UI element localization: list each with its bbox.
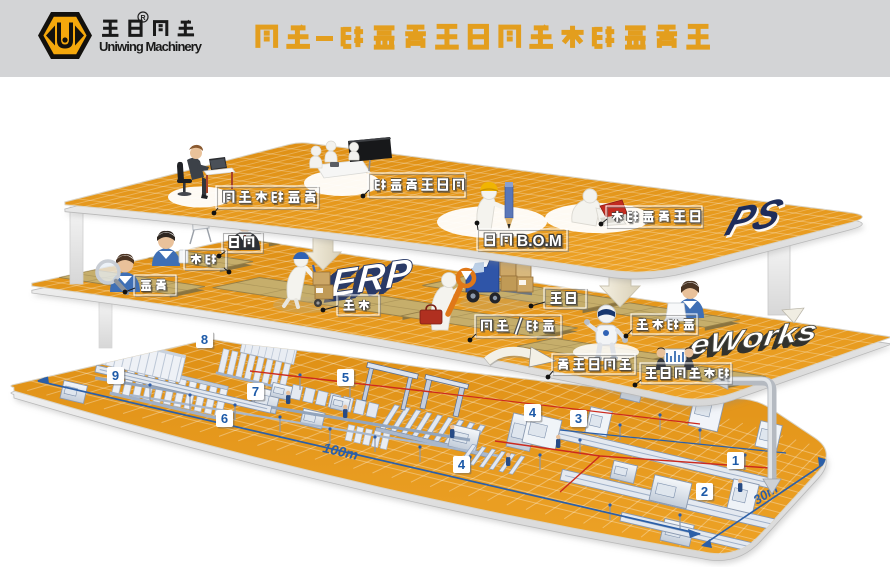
svg-text:100m: 100m xyxy=(321,439,359,463)
svg-text:6: 6 xyxy=(221,411,228,426)
svg-text:Uniwing Machinery: Uniwing Machinery xyxy=(99,39,203,54)
svg-text:B.O.M: B.O.M xyxy=(518,234,563,251)
svg-text:7: 7 xyxy=(252,384,259,399)
svg-text:R: R xyxy=(140,15,145,22)
svg-text:8: 8 xyxy=(201,332,208,347)
svg-text:B.O.M: B.O.M xyxy=(517,233,562,250)
svg-text:4: 4 xyxy=(458,457,466,472)
svg-text:4: 4 xyxy=(529,405,537,420)
svg-text:3: 3 xyxy=(575,411,582,426)
svg-text:5: 5 xyxy=(342,370,349,385)
svg-text:2: 2 xyxy=(701,484,708,499)
svg-text:9: 9 xyxy=(112,368,119,383)
svg-text:1: 1 xyxy=(732,453,739,468)
